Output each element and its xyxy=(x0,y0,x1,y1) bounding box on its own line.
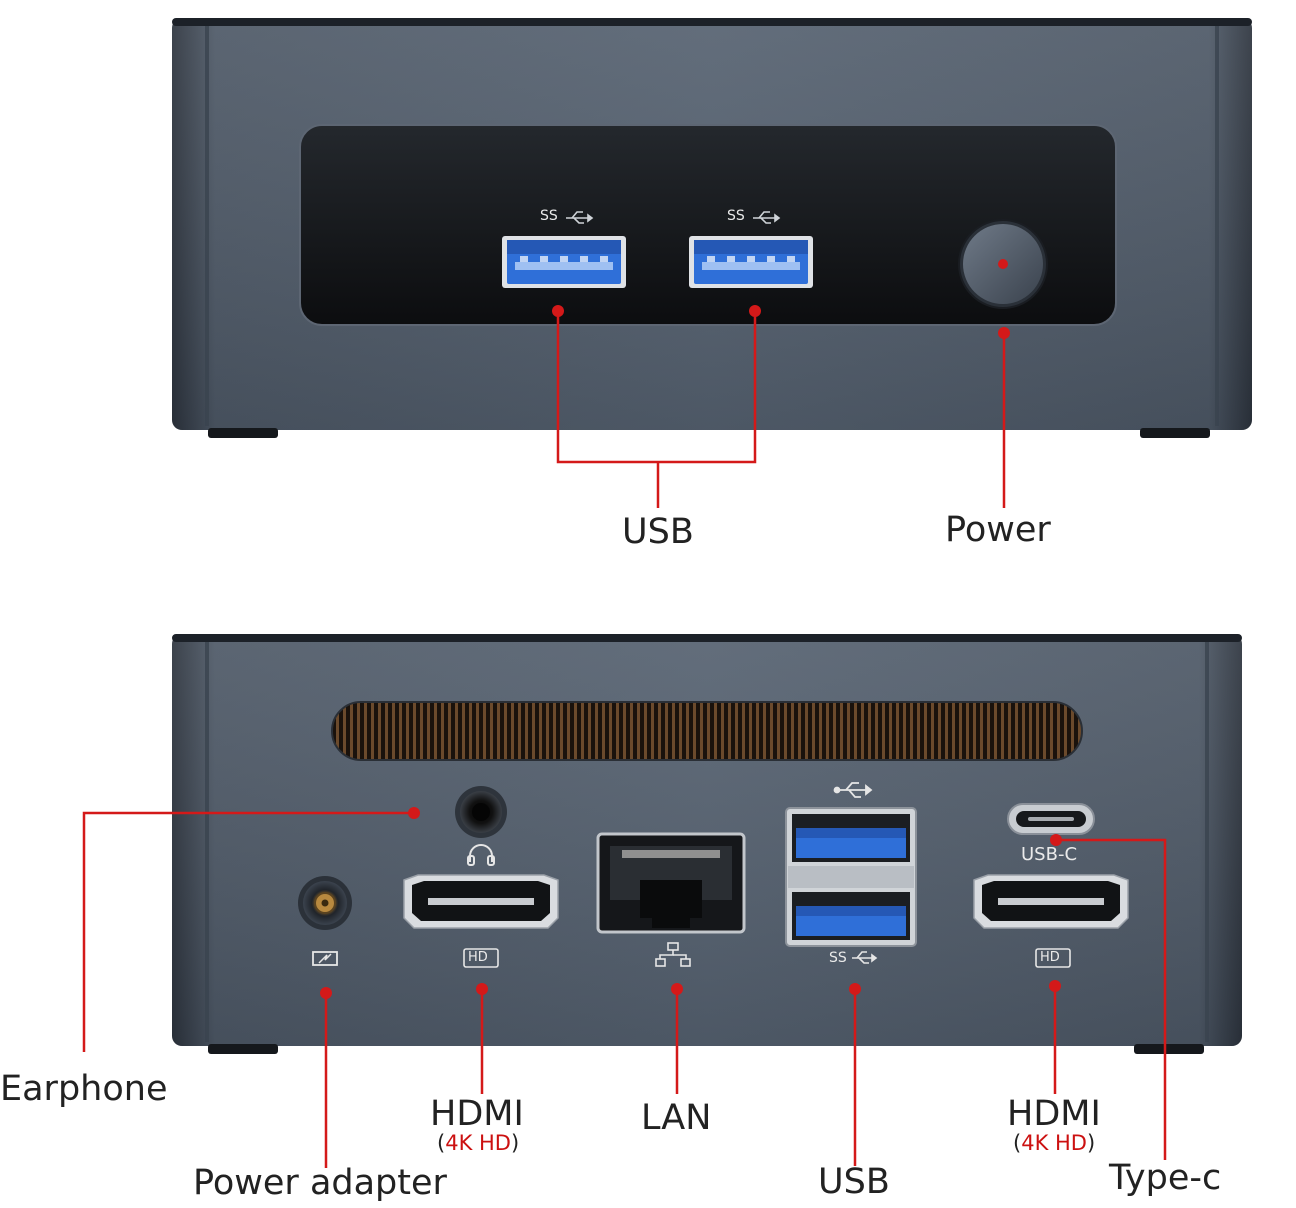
hdmi1-callout-dot xyxy=(476,983,488,995)
hdmi2-label: HDMI xyxy=(1007,1094,1101,1134)
back-foot-right xyxy=(1134,1044,1204,1054)
earphone-callout-dot xyxy=(408,807,420,819)
headphone-icon xyxy=(467,844,495,866)
power-callout-dot xyxy=(998,327,1010,339)
hd-marking-2: HD xyxy=(1040,950,1060,965)
hd-icon xyxy=(1035,948,1071,968)
power-led-dot xyxy=(998,259,1008,269)
hd-icon xyxy=(463,948,499,968)
lan-port[interactable] xyxy=(596,832,746,934)
hdmi-port-1[interactable] xyxy=(403,874,559,929)
typec-callout-dot xyxy=(1050,834,1062,846)
hdmi-port-2[interactable] xyxy=(973,874,1129,929)
usb-callout-dot xyxy=(552,305,564,317)
lan-callout-dot xyxy=(671,983,683,995)
usb-symbol-icon xyxy=(753,211,781,224)
air-vent xyxy=(331,701,1083,761)
dc-power-jack[interactable] xyxy=(298,876,352,930)
power-adapter-icon xyxy=(312,951,338,966)
front-usb-port-1[interactable] xyxy=(502,236,626,288)
front-view xyxy=(172,18,1252,508)
rear-usb-ss-mark: SS xyxy=(829,950,847,966)
usb-label-back: USB xyxy=(818,1162,890,1202)
usbc-marking: USB-C xyxy=(1021,844,1078,865)
front-usb-ss-mark-1: SS xyxy=(540,208,558,224)
network-icon xyxy=(655,942,691,967)
usb-callout-dot xyxy=(849,983,861,995)
back-view xyxy=(82,634,1242,1168)
power-adapter-label: Power adapter xyxy=(193,1163,447,1203)
back-foot-left xyxy=(208,1044,278,1054)
typec-label: Type-c xyxy=(1109,1158,1222,1198)
front-foot-left xyxy=(208,428,278,438)
power-adapter-callout-dot xyxy=(320,987,332,999)
back-callout-lines xyxy=(82,811,1167,1168)
front-callout-lines xyxy=(556,312,1006,508)
lan-label: LAN xyxy=(641,1098,712,1138)
usb-c-port[interactable] xyxy=(1007,803,1095,835)
front-usb-port-2[interactable] xyxy=(689,236,813,288)
hd-marking-1: HD xyxy=(468,950,488,965)
hdmi2-sublabel: (4K HD) xyxy=(1013,1131,1096,1155)
usb-symbol-icon xyxy=(852,951,878,964)
earphone-label: Earphone xyxy=(0,1069,168,1109)
hdmi2-callout-dot xyxy=(1049,980,1061,992)
power-label: Power xyxy=(945,510,1051,550)
rear-usb-port-stack[interactable] xyxy=(785,807,917,947)
front-usb-ss-mark-2: SS xyxy=(727,208,745,224)
usb-callout-dot xyxy=(749,305,761,317)
front-foot-right xyxy=(1140,428,1210,438)
usb-label-front: USB xyxy=(622,512,694,552)
hdmi1-label: HDMI xyxy=(430,1094,524,1134)
usb-symbol-icon xyxy=(833,782,873,798)
hdmi1-sublabel: (4K HD) xyxy=(437,1131,520,1155)
usb-symbol-icon xyxy=(566,211,594,224)
earphone-jack[interactable] xyxy=(455,786,507,838)
